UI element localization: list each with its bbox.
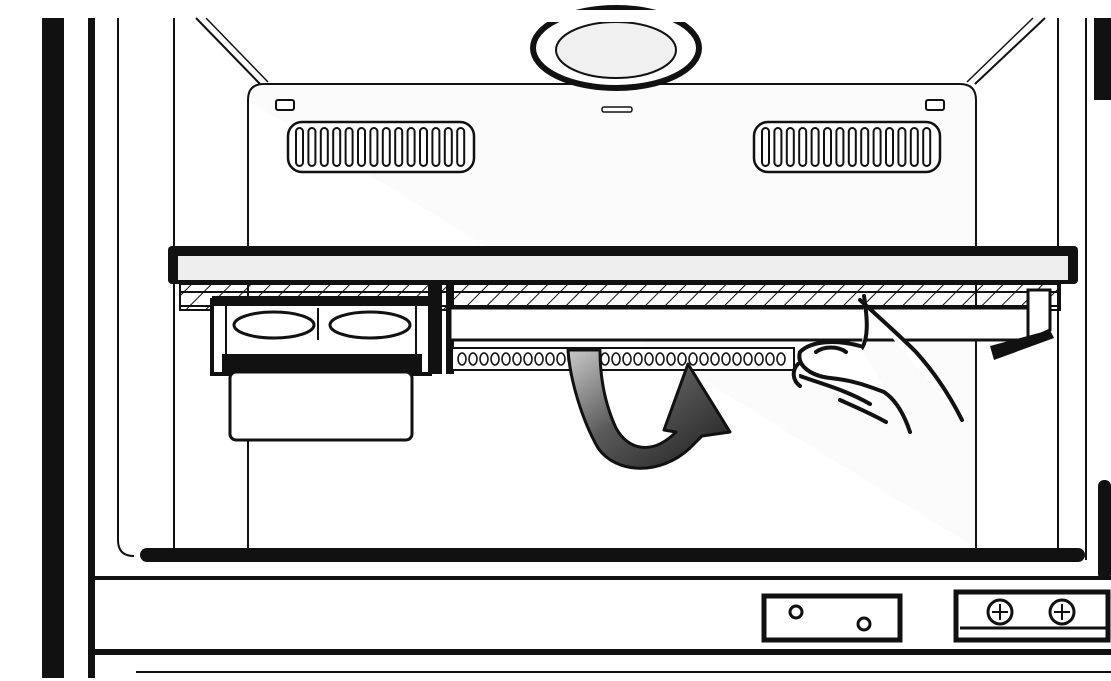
vent-slot xyxy=(307,127,317,167)
vent-slot xyxy=(381,127,391,167)
rail-link xyxy=(677,352,687,366)
glass-shelf xyxy=(168,246,1078,311)
vent-slot xyxy=(823,127,832,167)
rail-link xyxy=(688,352,698,366)
rail-link xyxy=(468,352,478,366)
vent-slot xyxy=(295,127,304,167)
rail-link xyxy=(622,352,632,366)
rail-link xyxy=(545,352,555,366)
rail-link xyxy=(732,352,742,366)
rail-link xyxy=(633,352,643,366)
rail-link xyxy=(512,352,522,366)
vent-grille-icon xyxy=(761,127,932,167)
vent-grille-icon xyxy=(295,127,466,167)
rail-link xyxy=(457,352,467,366)
vent-slot xyxy=(761,127,770,167)
vent-slot xyxy=(897,127,907,167)
vent-slot xyxy=(319,127,329,167)
vent-slot xyxy=(909,127,919,167)
rail-link xyxy=(644,352,654,366)
vent-grille-left xyxy=(286,120,476,174)
vent-slot xyxy=(798,127,808,167)
rail-link xyxy=(523,352,533,366)
vent-grille-right xyxy=(752,120,942,174)
vent-slot xyxy=(847,127,857,167)
egg-tray-bin xyxy=(210,284,454,442)
vent-slot xyxy=(785,127,795,167)
vent-slot xyxy=(860,127,870,167)
vent-slot xyxy=(773,127,783,167)
rail-link xyxy=(666,352,676,366)
rail-link xyxy=(600,352,610,366)
light-cover-icon xyxy=(520,5,712,91)
vent-slot xyxy=(344,127,354,167)
vent-slot xyxy=(835,127,845,167)
rail-link xyxy=(490,352,500,366)
vent-slot xyxy=(369,127,379,167)
rail-link xyxy=(501,352,511,366)
vent-slot xyxy=(394,127,404,167)
vent-slot xyxy=(406,127,416,167)
rail-link xyxy=(754,352,764,366)
rail-link xyxy=(743,352,753,366)
rail-link xyxy=(655,352,665,366)
rail-link xyxy=(765,352,775,366)
rail-link xyxy=(776,352,786,366)
rail-link xyxy=(699,352,709,366)
screw-icon xyxy=(1048,598,1076,626)
drawer-rail xyxy=(457,352,786,366)
vent-slot xyxy=(357,127,366,167)
sliding-panel xyxy=(448,288,1054,371)
vent-slot xyxy=(885,127,894,167)
rail-link xyxy=(611,352,621,366)
vent-slot xyxy=(456,127,466,167)
screw-icon xyxy=(986,598,1014,626)
rail-link xyxy=(721,352,731,366)
vent-slot xyxy=(443,127,453,167)
vent-slot xyxy=(431,127,441,167)
rail-link xyxy=(556,352,566,366)
hand-icon xyxy=(791,294,964,434)
vent-slot xyxy=(419,127,428,167)
bottom-frame xyxy=(94,548,1111,673)
vent-slot xyxy=(810,127,820,167)
rail-link xyxy=(479,352,489,366)
vent-slot xyxy=(332,127,342,167)
curved-arrow-icon xyxy=(566,348,732,470)
rail-link xyxy=(534,352,544,366)
rail-link xyxy=(710,352,720,366)
vent-slot xyxy=(872,127,882,167)
vent-slot xyxy=(922,127,932,167)
